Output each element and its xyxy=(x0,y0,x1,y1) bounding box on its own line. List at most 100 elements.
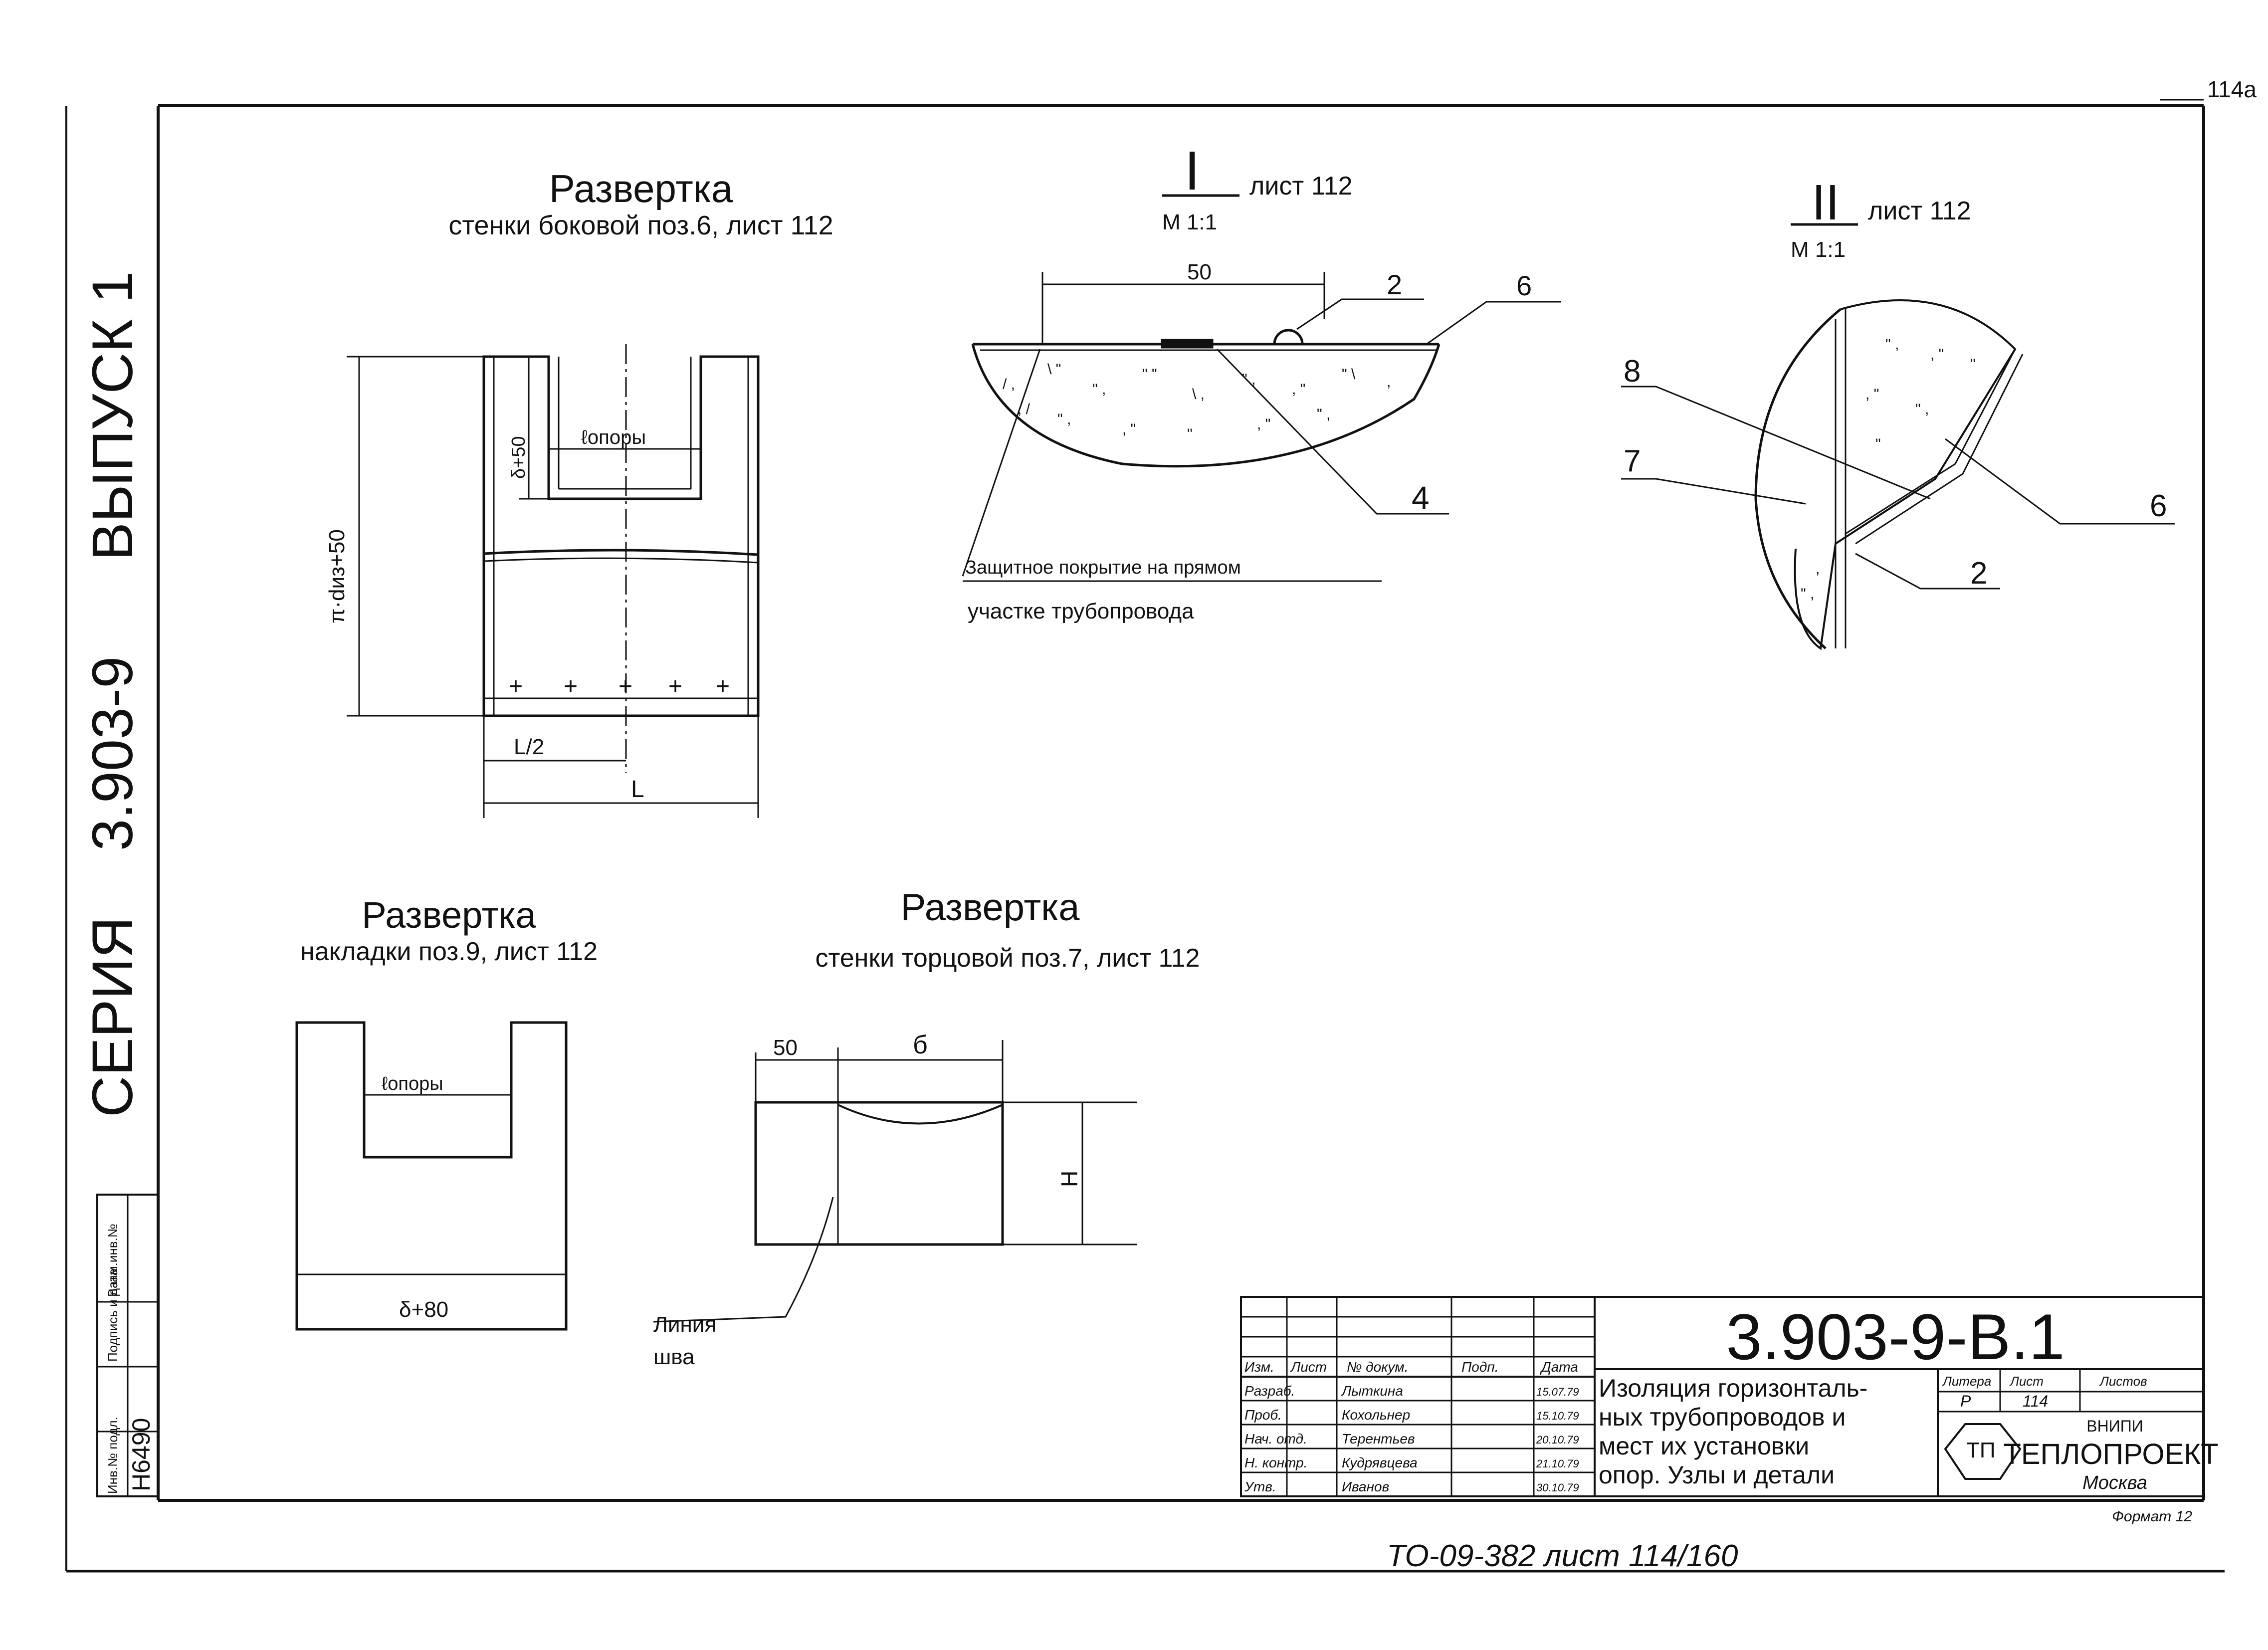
tb-header: Изм. xyxy=(1244,1359,1274,1375)
detail2-callout-8: 8 xyxy=(1624,354,1641,389)
tb-header: Дата xyxy=(1540,1359,1578,1375)
detail1-callout-6: 6 xyxy=(1516,270,1532,301)
tb-name: Кудрявцева xyxy=(1342,1455,1418,1470)
format-note: Формат 12 xyxy=(2112,1508,2192,1525)
view1-l-dim: L xyxy=(631,776,644,803)
tb-desc-line: опор. Узлы и детали xyxy=(1599,1461,1835,1489)
view3-h-dim: Н xyxy=(1056,1171,1082,1187)
tb-date: 30.10.79 xyxy=(1536,1481,1579,1494)
tb-header: № докум. xyxy=(1347,1359,1408,1375)
issue-label: ВЫПУСК 1 xyxy=(81,271,145,561)
tb-desc-line: мест их установки xyxy=(1599,1432,1809,1460)
view3-title: Развертка xyxy=(901,886,1080,929)
view1-marks: + + + + + xyxy=(509,673,730,700)
view1-delta-dim: δ+50 xyxy=(508,436,529,479)
view1-height-dim: π·dиз+50 xyxy=(325,529,349,623)
bottom-reference: ТО-09-382 лист 114/160 xyxy=(1387,1539,1738,1573)
svg-text:,: , xyxy=(1387,374,1391,390)
detail2-sheet-ref: лист 112 xyxy=(1868,197,1971,225)
corner-number: 114а xyxy=(2207,76,2257,102)
detail-i: I лист 112 М 1:1 / ,\ "" , " "\ ," , , "… xyxy=(962,140,1561,623)
svg-text:" ,: " , xyxy=(1057,411,1071,427)
svg-text:" ,: " , xyxy=(1317,406,1330,422)
tb-desc-line: Изоляция горизонталь- xyxy=(1599,1374,1867,1402)
tb-date: 21.10.79 xyxy=(1536,1457,1579,1470)
tb-headers: Изм. Лист № докум. Подп. Дата xyxy=(1244,1359,1578,1375)
title-block: 3.903-9-В.1 Изм. Лист № докум. Подп. Дат… xyxy=(1240,1296,2219,1497)
detail2-scale: М 1:1 xyxy=(1791,237,1846,262)
view3-subtitle: стенки торцовой поз.7, лист 112 xyxy=(816,944,1200,973)
svg-text:" \: " \ xyxy=(1342,366,1356,383)
detail1-hatch: / ,\ "" , " "\ ," , , "" \, " ,, "" , ""… xyxy=(1003,361,1391,442)
detail2-callout-7: 7 xyxy=(1624,444,1641,478)
detail1-note-1: Защитное покрытие на прямом xyxy=(965,557,1241,578)
detail1-numeral: I xyxy=(1185,140,1200,202)
logo-letters: ТП xyxy=(1966,1438,1996,1462)
stamp-cell-3: Взам.инв.№ xyxy=(105,1224,120,1297)
tb-role: Утв. xyxy=(1244,1479,1276,1494)
tb-rows: Разраб. Лыткина 15.07.79 Проб. Кохольнер… xyxy=(1244,1383,1579,1494)
svg-text:" ,: " , xyxy=(1885,336,1899,353)
tb-role: Нач. отд. xyxy=(1244,1431,1307,1446)
view2-width-dim: δ+80 xyxy=(399,1297,448,1322)
tb-lit: Литера Лист Листов Р 114 xyxy=(1942,1374,2147,1410)
stamp-value: H6490 xyxy=(127,1418,155,1491)
view2-title: Развертка xyxy=(362,894,536,936)
tb-role: Разраб. xyxy=(1244,1383,1295,1399)
view3-b-dim: б xyxy=(913,1031,928,1059)
mark: + xyxy=(619,673,632,700)
svg-text:\ ,: \ , xyxy=(1192,386,1205,403)
tb-date: 15.10.79 xyxy=(1536,1410,1579,1422)
mark: + xyxy=(668,673,682,700)
svg-text:/ ,: / , xyxy=(1003,376,1015,393)
sheet-frame xyxy=(65,99,2225,1573)
series-number: 3.903-9 xyxy=(81,656,145,851)
svg-text:": " xyxy=(1970,356,1976,373)
seam-label-2: шва xyxy=(653,1345,695,1369)
tb-lit-header: Лист xyxy=(2009,1374,2044,1389)
detail-ii: II лист 112 М 1:1 " ,, "" , "" ," " ,, 8… xyxy=(1621,175,2175,650)
tb-header: Лист xyxy=(1290,1359,1327,1375)
tb-name: Кохольнер xyxy=(1342,1407,1410,1423)
view2-subtitle: накладки поз.9, лист 112 xyxy=(300,937,598,966)
tb-name: Лыткина xyxy=(1341,1383,1403,1399)
mark: + xyxy=(716,673,730,700)
view1-half-dim: L/2 xyxy=(514,735,544,759)
tb-date: 20.10.79 xyxy=(1536,1434,1579,1446)
tb-role: Н. контр. xyxy=(1244,1455,1307,1470)
mark: + xyxy=(509,673,523,700)
svg-text:, ": , " xyxy=(1292,381,1305,398)
view1-lsupport-dim: ℓопоры xyxy=(581,426,646,448)
svg-text:" ,: " , xyxy=(1801,586,1814,602)
view3-left-dim: 50 xyxy=(773,1035,798,1060)
svg-text:\ ": \ " xyxy=(1047,361,1061,378)
svg-text:, ": , " xyxy=(1865,386,1879,403)
view-side-wall: Развертка стенки боковой поз.6, лист 112 xyxy=(325,167,833,818)
detail2-callout-2: 2 xyxy=(1970,556,1987,591)
svg-text:" ,: " , xyxy=(1915,401,1929,417)
svg-text:" ,: " , xyxy=(1242,371,1255,388)
detail1-sheet-ref: лист 112 xyxy=(1249,172,1353,201)
tb-name: Терентьев xyxy=(1342,1431,1415,1446)
tb-role: Проб. xyxy=(1244,1407,1282,1423)
tb-desc-line: ных трубопроводов и xyxy=(1599,1403,1846,1431)
view-overlay: Развертка накладки поз.9, лист 112 ℓопор… xyxy=(295,894,598,1331)
detail2-numeral: II xyxy=(1812,175,1840,230)
tb-lit-value: 114 xyxy=(2023,1392,2048,1410)
svg-text:, /: , / xyxy=(1018,401,1031,417)
view1-title: Развертка xyxy=(549,167,733,210)
svg-text:" ,: " , xyxy=(1092,381,1106,398)
org-city: Москва xyxy=(2082,1472,2147,1493)
detail1-dim: 50 xyxy=(1187,260,1212,284)
view2-lsupport-dim: ℓопоры xyxy=(382,1073,443,1094)
svg-text:" ": " " xyxy=(1142,366,1157,383)
svg-text:,: , xyxy=(1816,561,1820,577)
tb-header: Подп. xyxy=(1461,1359,1499,1375)
detail2-hatch: " ,, "" , "" ," " ,, xyxy=(1801,336,1976,602)
tb-lit-header: Листов xyxy=(2099,1374,2147,1389)
org-top: ВНИПИ xyxy=(2086,1417,2143,1435)
svg-text:, ": , " xyxy=(1122,421,1136,437)
svg-text:, ": , " xyxy=(1930,346,1944,363)
detail2-callout-6: 6 xyxy=(2150,489,2167,523)
side-title: СЕРИЯ 3.903-9 ВЫПУСК 1 xyxy=(81,271,145,1117)
